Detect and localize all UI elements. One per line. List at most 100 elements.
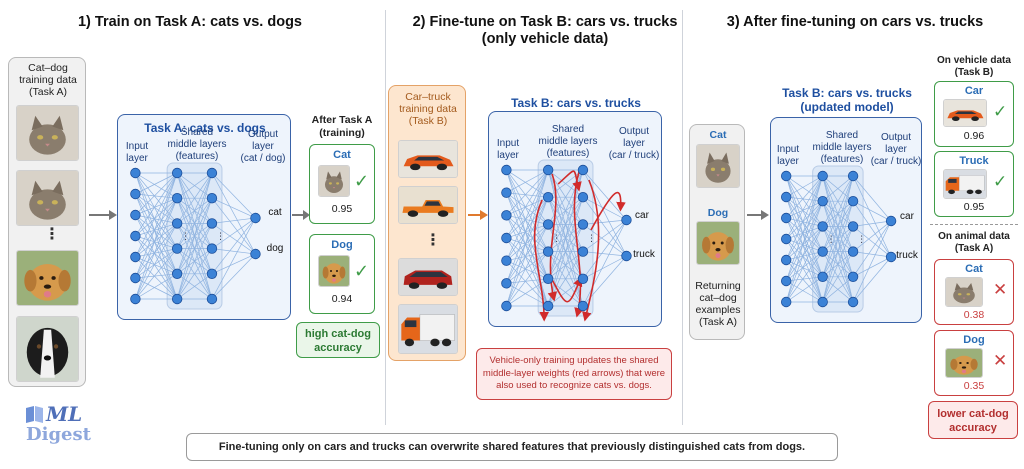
network-edge	[506, 169, 549, 261]
network-node	[577, 300, 589, 312]
network-edge	[506, 169, 549, 307]
note-line: middle-layer weights (red arrows) that w…	[482, 367, 666, 379]
network-edge	[785, 251, 823, 303]
network-edge	[211, 253, 256, 275]
network-node	[130, 251, 141, 263]
section3-title: 3) After fine-tuning on cars vs. trucks	[726, 14, 984, 30]
network-node	[577, 219, 589, 230]
network-node	[780, 233, 792, 245]
network-edge	[506, 192, 549, 225]
input-layer-label: Input	[496, 138, 520, 149]
network-node	[817, 195, 828, 207]
network-edge	[176, 172, 213, 274]
weight-update-arrow	[590, 191, 626, 231]
network-edge	[786, 175, 823, 198]
network-edge	[785, 175, 824, 261]
network-edge	[852, 220, 892, 252]
network-edge	[135, 172, 178, 300]
network-edge	[176, 248, 213, 300]
network-edge	[785, 217, 823, 252]
network-edge	[582, 255, 627, 280]
network-edge	[506, 251, 549, 262]
network-edge	[786, 226, 823, 240]
prediction-score: 0.94	[331, 293, 353, 305]
network-edge	[135, 197, 178, 237]
network-edge	[785, 238, 823, 303]
network-edge	[506, 251, 549, 307]
network-title: (updated model)	[800, 100, 894, 114]
network-edge	[135, 214, 178, 300]
returning-label: (Task A)	[699, 316, 737, 328]
network-node	[621, 250, 632, 262]
network-edge	[506, 237, 549, 252]
network-edge	[135, 248, 178, 300]
footer-caption: Fine-tuning only on cars and trucks can …	[186, 433, 838, 461]
network-edge	[852, 256, 892, 303]
network-edge	[211, 172, 256, 255]
note-line: accuracy	[314, 342, 362, 354]
network-edge	[135, 198, 178, 300]
network-edge	[582, 219, 627, 225]
network-node	[250, 212, 261, 224]
network-edge	[506, 192, 549, 279]
network-node	[171, 293, 183, 305]
network-node	[206, 218, 218, 229]
network-node	[501, 210, 512, 221]
network-edge	[135, 223, 178, 237]
warning-note: Vehicle-only training updates the shared…	[476, 348, 672, 400]
network-edge	[852, 201, 892, 258]
weight-update-arrow	[557, 170, 582, 192]
dog-label: Dog	[707, 207, 729, 219]
shared-layers-label: Shared	[825, 130, 859, 141]
after-task-a-label: After Task A	[311, 114, 373, 126]
network-edge	[176, 172, 213, 224]
input-layer-label: layer	[497, 150, 519, 161]
note-line: also used to recognize cats vs. dogs.	[496, 380, 652, 391]
output-car-label: car	[635, 210, 649, 221]
after-task-a-label: (training)	[319, 127, 365, 139]
prediction-label: Dog	[331, 239, 353, 251]
network-node	[885, 215, 897, 227]
network-node	[130, 272, 141, 284]
network-edge	[822, 175, 854, 303]
network-node	[780, 275, 792, 287]
shared-layers-label: middle layers	[538, 136, 598, 147]
network-edge	[822, 226, 854, 303]
network-node	[780, 170, 792, 182]
network-edge	[135, 193, 178, 300]
weight-update-arrow	[582, 179, 600, 322]
network-edge	[785, 196, 823, 277]
training-data-label-3: (Task A)	[29, 86, 67, 98]
network-edge	[785, 226, 823, 261]
network-edge	[211, 217, 256, 300]
network-node	[171, 218, 183, 229]
note-line: accuracy	[949, 422, 997, 434]
network-edge	[506, 224, 549, 307]
network-node	[847, 296, 859, 308]
output-layer-label: (car / truck)	[870, 156, 922, 167]
network-node	[130, 230, 141, 242]
training-data-label-2: training data	[399, 103, 457, 115]
network-node	[501, 187, 512, 198]
network-edge	[506, 214, 549, 225]
network-node	[206, 268, 218, 280]
network-node	[780, 296, 792, 308]
network-node	[847, 271, 859, 283]
network-edge	[211, 217, 256, 224]
network-edge	[822, 201, 854, 303]
network-edge	[785, 217, 824, 303]
cat-label: Cat	[709, 129, 727, 141]
lower-accuracy-note: lower cat-dog accuracy	[928, 401, 1018, 439]
network-node	[501, 300, 512, 312]
network-node	[847, 221, 859, 232]
section2-title-line1: 2) Fine-tune on Task B: cars vs. trucks	[412, 14, 678, 30]
network-edge	[135, 214, 178, 249]
network-edge	[135, 172, 178, 216]
check-icon: ✓	[993, 102, 1008, 121]
section2-title-line2: (only vehicle data)	[481, 31, 609, 47]
network-edge	[506, 192, 549, 252]
arrow-icon	[747, 210, 769, 220]
dog-image	[318, 255, 350, 287]
network-node	[885, 251, 897, 263]
dog-image	[945, 348, 983, 378]
